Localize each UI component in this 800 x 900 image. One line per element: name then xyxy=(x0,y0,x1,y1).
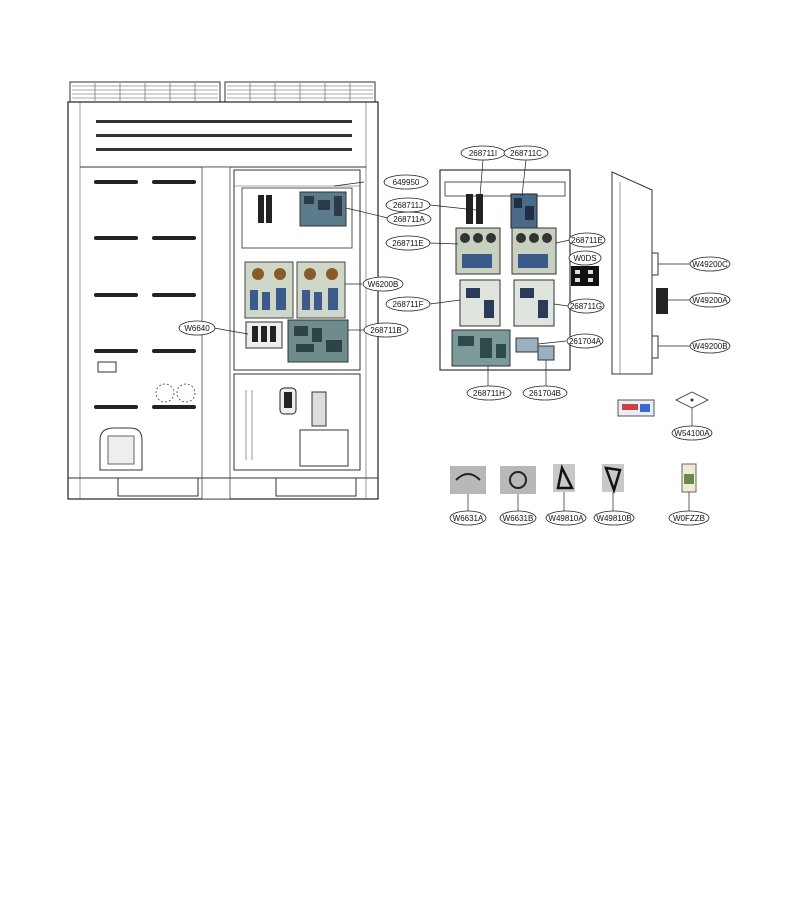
label-text: W49810B xyxy=(596,514,631,523)
label-W49200A: W49200A xyxy=(689,292,731,308)
label-text: W0DS xyxy=(573,254,596,263)
label-text: W6631A xyxy=(453,514,484,523)
label-text: 268711I xyxy=(469,149,497,158)
label-W6640: W6640 xyxy=(178,320,216,336)
label-268711E-left: 268711E xyxy=(385,235,431,251)
accessories xyxy=(450,391,710,494)
label-text: 261704A xyxy=(569,337,602,346)
label-text: W6631B xyxy=(503,514,534,523)
label-text: W0FZZB xyxy=(673,514,705,523)
label-W6200B: W6200B xyxy=(362,276,404,292)
label-268711B: 268711B xyxy=(363,322,409,338)
label-W6631A: W6631A xyxy=(449,510,487,526)
leader-lines xyxy=(213,159,693,512)
label-text: 649950 xyxy=(393,178,420,187)
label-text: 268711E xyxy=(392,239,423,248)
label-268711I: 268711I xyxy=(460,145,506,161)
label-text: W49810A xyxy=(548,514,584,523)
label-268711F: 268711F xyxy=(385,296,431,312)
label-text: 268711J xyxy=(393,201,423,210)
label-W49810B: W49810B xyxy=(593,510,635,526)
label-268711H: 268711H xyxy=(466,385,512,401)
label-text: 261704B xyxy=(529,389,561,398)
label-text: 268711E xyxy=(571,236,602,245)
label-text: 268711G xyxy=(570,302,602,311)
label-text: 268711B xyxy=(370,326,401,335)
label-text: W6200B xyxy=(368,280,399,289)
label-text: W6640 xyxy=(184,324,210,333)
label-W0FZZB: W0FZZB xyxy=(668,510,710,526)
label-268711E-right: 268711E xyxy=(568,232,606,248)
label-text: W49200A xyxy=(692,296,728,305)
label-text: 268711F xyxy=(393,300,424,309)
label-W6631B: W6631B xyxy=(499,510,537,526)
label-268711C: 268711C xyxy=(503,145,549,161)
electrical-box-detail xyxy=(439,169,599,371)
label-text: W49200B xyxy=(692,342,727,351)
label-W49200B: W49200B xyxy=(689,338,731,354)
label-261704B: 261704B xyxy=(522,385,568,401)
label-268711G: 268711G xyxy=(567,298,605,314)
label-text: 268711H xyxy=(473,389,505,398)
label-261704A: 261704A xyxy=(566,333,604,349)
label-text: 268711C xyxy=(510,149,542,158)
label-text: W49200C xyxy=(692,260,728,269)
label-W0DS: W0DS xyxy=(568,250,602,266)
side-panel-view xyxy=(611,171,668,375)
label-W49810A: W49810A xyxy=(545,510,587,526)
label-268711J: 268711J xyxy=(385,197,431,213)
label-268711A: 268711A xyxy=(386,211,432,227)
label-649950: 649950 xyxy=(383,174,429,190)
label-W49200C: W49200C xyxy=(689,256,731,272)
label-W54100A: W54100A xyxy=(671,425,713,441)
label-text: W54100A xyxy=(674,429,710,438)
label-text: 268711A xyxy=(393,215,425,224)
unit-front-view xyxy=(67,81,379,500)
